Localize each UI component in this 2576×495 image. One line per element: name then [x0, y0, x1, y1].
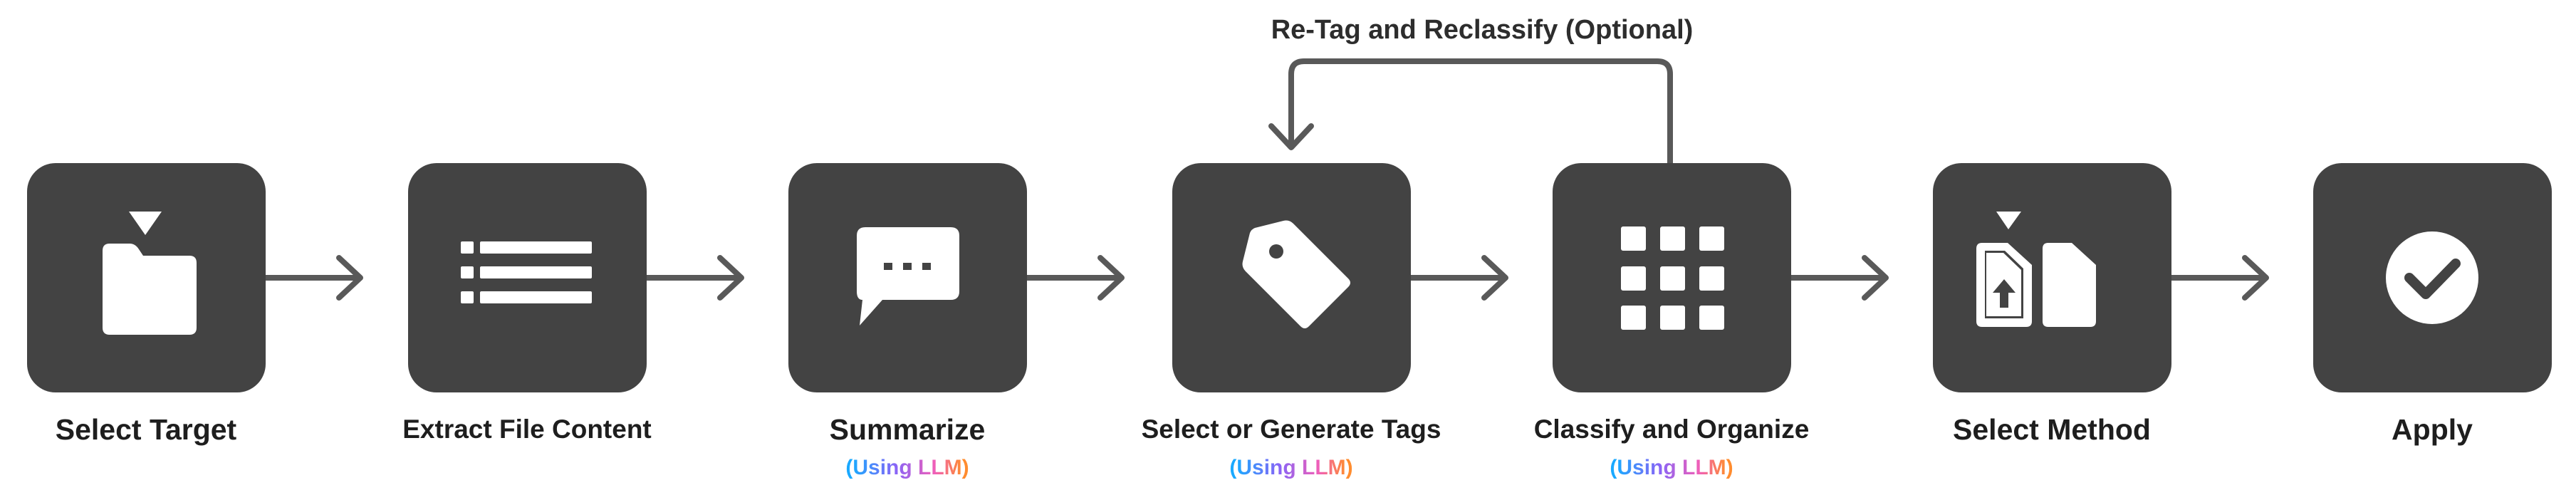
checkmark-circle-icon	[2386, 231, 2478, 324]
loop-arrow	[1268, 58, 1673, 166]
loop-label: Re-Tag and Reclassify (Optional)	[1271, 15, 1694, 45]
step-label-extract-file-content: Extract File Content	[402, 415, 652, 444]
tag-icon	[1242, 220, 1350, 328]
chat-bubble-icon	[857, 227, 959, 325]
arrow-5-6	[1788, 255, 1889, 301]
step-summarize	[788, 163, 1027, 392]
using-llm-note: (Using LLM)	[1610, 456, 1733, 479]
step-label-classify-and-organize: Classify and Organize	[1533, 415, 1810, 444]
arrow-2-3	[644, 255, 744, 301]
using-llm-note: (Using LLM)	[1229, 456, 1353, 479]
arrow-6-7	[2169, 255, 2269, 301]
arrow-3-4	[1024, 255, 1125, 301]
step-select-or-generate-tags	[1172, 163, 1411, 392]
arrow-4-5	[1408, 255, 1508, 301]
step-classify-and-organize	[1553, 163, 1791, 392]
step-extract-file-content	[408, 163, 647, 392]
step-apply	[2313, 163, 2552, 392]
step-label-summarize: Summarize	[829, 413, 986, 446]
file-upload-icon	[1976, 212, 2096, 327]
folder-select-icon	[103, 212, 197, 335]
step-select-target	[27, 163, 266, 392]
step-select-method	[1933, 163, 2171, 392]
using-llm-note: (Using LLM)	[845, 456, 969, 479]
list-icon	[461, 241, 592, 303]
step-label-select-method: Select Method	[1953, 413, 2151, 446]
step-label-select-target: Select Target	[55, 413, 237, 446]
step-label-select-or-generate-tags: Select or Generate Tags	[1141, 415, 1441, 444]
arrow-1-2	[263, 255, 363, 301]
grid-icon	[1621, 226, 1724, 330]
step-label-apply: Apply	[2392, 413, 2473, 446]
